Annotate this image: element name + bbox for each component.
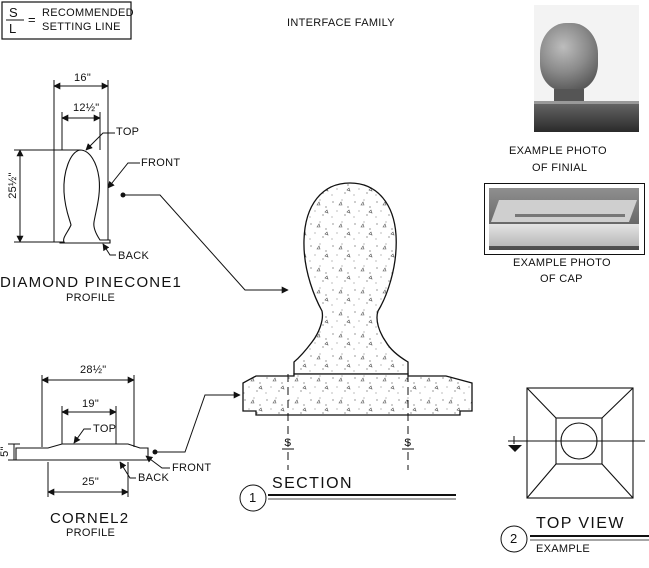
- pinecone-sub: PROFILE: [66, 292, 116, 304]
- page-title: INTERFACE FAMILY: [287, 17, 395, 29]
- cornel-profile: [15, 443, 149, 461]
- legend-symbol-top: S: [9, 5, 19, 20]
- top-view-drawing: [508, 387, 645, 499]
- cornel-dim-overall: 28½": [80, 364, 107, 376]
- legend-line1: RECOMMENDED: [42, 7, 134, 19]
- legend-line2: SETTING LINE: [42, 21, 121, 33]
- cornel-front-label: FRONT: [172, 462, 212, 474]
- cornel-dim-bottom: 25": [82, 476, 100, 488]
- pinecone-profile: [59, 149, 111, 244]
- legend-equals: =: [28, 12, 37, 27]
- cornel-dim-height: 5": [0, 446, 11, 457]
- section-number: 1: [249, 490, 257, 505]
- pinecone-front-label: FRONT: [141, 157, 181, 169]
- topview-sub: EXAMPLE: [536, 543, 591, 555]
- legend-symbol-bottom: L: [9, 21, 17, 36]
- finial-caption-1: EXAMPLE PHOTO: [509, 145, 607, 157]
- pinecone-dim-inner: 12½": [73, 102, 100, 114]
- topview-number: 2: [510, 531, 518, 546]
- pinecone-back-label: BACK: [118, 250, 150, 262]
- section-drawing: [242, 182, 473, 470]
- sl-right-mark: S: [404, 437, 412, 449]
- cornel-sub: PROFILE: [66, 527, 116, 539]
- level-marker-icon: [508, 445, 522, 452]
- topview-number-circle: [500, 525, 528, 553]
- finial-photo: [534, 5, 639, 132]
- pinecone-dim-height: 25½": [6, 172, 19, 199]
- cornel-top-label: TOP: [93, 423, 117, 435]
- section-title: SECTION: [272, 475, 353, 492]
- cornel-dim-top: 19": [82, 398, 100, 410]
- section-number-circle: [239, 484, 267, 512]
- cap-photo: [484, 183, 645, 255]
- cap-caption-2: OF CAP: [540, 273, 583, 285]
- pinecone-top-label: TOP: [116, 126, 140, 138]
- cap-caption-1: EXAMPLE PHOTO: [513, 257, 611, 269]
- cornel-name: CORNEL2: [50, 510, 130, 527]
- cornel-back-label: BACK: [138, 472, 170, 484]
- finial-caption-2: OF FINIAL: [532, 162, 588, 174]
- pinecone-dim-overall: 16": [74, 72, 92, 84]
- topview-title: TOP VIEW: [536, 515, 625, 532]
- pinecone-name: DIAMOND PINECONE1: [0, 274, 183, 291]
- sl-left-mark: S: [284, 437, 292, 449]
